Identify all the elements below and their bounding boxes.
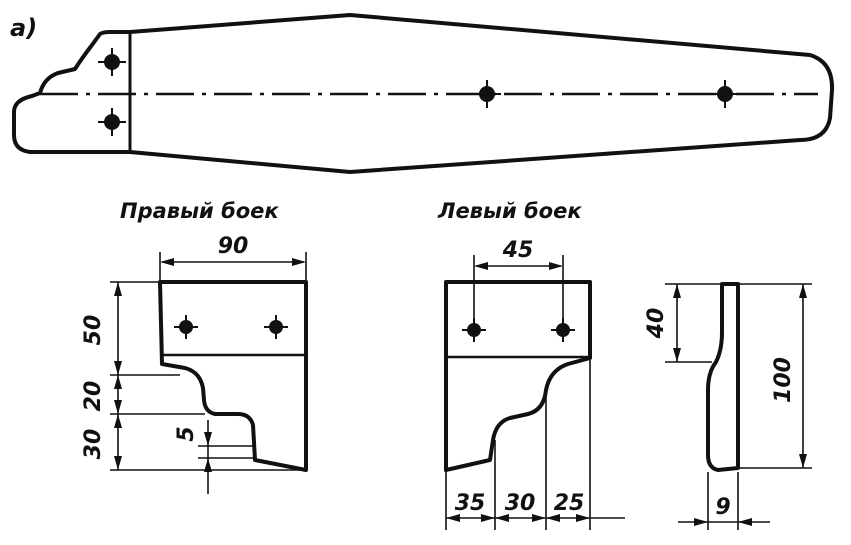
figure-label: а) [10,14,37,42]
profile-height-label: 100 [771,357,796,403]
lever-hole-lower [98,108,126,136]
lever-hole-end [711,80,739,108]
side-profile: 40 100 9 [644,282,812,530]
right-width-label: 90 [218,234,249,259]
right-height-dimensions: 50 20 30 [81,281,300,471]
left-width-dimensions: 35 30 25 [445,360,625,530]
profile-top-dimension: 40 [644,283,720,363]
lever-part: а) [10,13,835,174]
left-spacing-label: 45 [502,238,534,263]
right-striker-hole-2 [264,315,288,339]
lever-hole-middle [473,80,501,108]
right-height-20: 20 [81,381,106,412]
profile-top-label: 40 [644,308,669,340]
profile-outline [706,282,740,472]
left-striker: Левый боек 45 [437,199,625,530]
lever-hole-upper [98,48,126,76]
right-height-50: 50 [81,315,106,346]
left-striker-hole-2 [551,318,575,342]
profile-thickness-dimension: 9 [678,472,770,530]
profile-height-dimension: 100 [740,283,812,469]
right-height-30: 30 [81,429,106,460]
right-striker-caption: Правый боек [120,199,279,223]
left-width-35: 35 [455,491,486,516]
right-width-dimension: 90 [159,234,307,280]
right-striker-hole-1 [174,315,198,339]
right-step-label: 5 [174,426,199,441]
left-width-25: 25 [554,491,585,516]
left-spacing-dimension: 45 [473,238,564,320]
left-striker-caption: Левый боек [437,199,582,223]
right-striker-outline [158,280,308,472]
lever-outline [12,13,835,174]
left-striker-hole-1 [462,318,486,342]
left-width-30: 30 [505,491,536,516]
left-striker-outline [444,280,592,472]
right-striker: Правый боек 90 [81,199,308,494]
profile-thickness-label: 9 [715,495,730,520]
right-step-dimension: 5 [174,420,256,494]
